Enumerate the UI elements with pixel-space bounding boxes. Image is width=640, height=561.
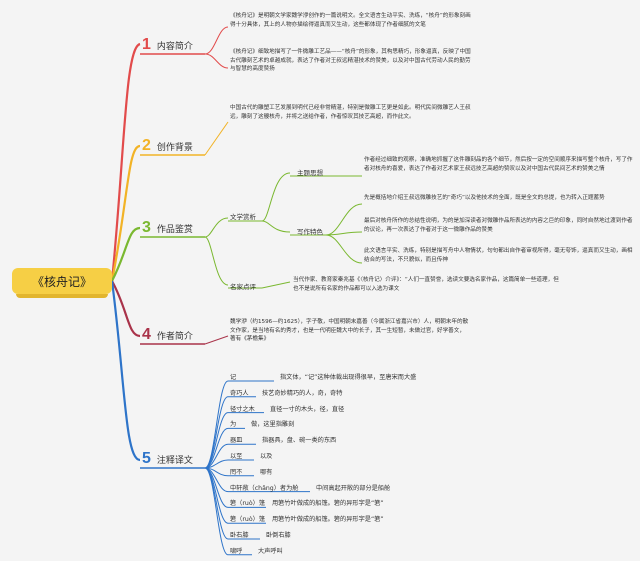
note-definition: 指文体，“记”这种体裁出现得很早，至唐宋而大盛 (280, 374, 417, 381)
intro-paragraph-1: 《核舟记》是明朝文学家魏学洢创作的一篇说明文。全文语言生动平实、洗练，“核舟”的… (230, 13, 471, 28)
theme-label: 主题思想 (297, 169, 323, 177)
literary-appreciation-label: 文学赏析 (230, 213, 256, 221)
note-term: 啸呼 (230, 547, 243, 555)
note-term: 为 (230, 421, 237, 429)
note-definition: 卧倒右膝 (266, 532, 291, 539)
branch-number: 3 (142, 219, 151, 236)
note-connector (204, 396, 229, 469)
note-term: 器皿 (230, 437, 243, 445)
branch-label: 作者简介 (156, 331, 193, 342)
branch-number: 5 (142, 450, 151, 467)
feature-text-1: 先是概括地介绍王叔远微雕技艺的“奇巧”以及他技术的全面，既是全文的总提，也为转入… (364, 195, 605, 201)
note-term: 以至 (230, 453, 243, 460)
theme-text: 作者经过细致的观察，准确地抓握了这件雕刻品的各个细节，然后按一定的空间顺序来描写… (364, 157, 633, 172)
note-connector (204, 467, 229, 524)
branch-author[interactable]: 4 作者简介 (142, 326, 193, 344)
note-term: 中轩敞（chǎng）者为舱 (230, 484, 299, 492)
background-text: 中国古代的雕塑工艺发展到明代已经非常精湛，特别是微雕工艺更是如此。明代民间微雕艺… (230, 105, 471, 120)
comments-text: 当代作家、教育家秦兆基《〈核舟记〉介评》：“人们一直赞誉，选读文要选名家作品，这… (293, 277, 559, 292)
branch-background[interactable]: 2 创作背景 (142, 137, 193, 155)
root-node[interactable]: 《核舟记》 (12, 268, 112, 298)
author-text: 魏学洢（约1596—约1625），字子敬，中国明朝末嘉善（今属浙江省嘉兴市）人，… (230, 319, 469, 343)
note-definition: 中间高起开敞的部分是船舱 (316, 484, 391, 492)
note-definition: 做，这里指雕刻 (251, 421, 295, 429)
note-connector (204, 412, 229, 469)
note-definition: 直径一寸的木头，径，直径 (270, 405, 345, 413)
note-term: 奇巧人 (230, 389, 249, 397)
intro-paragraph-2: 《核舟记》细致地描写了一件微雕工艺品——“核舟”的形象，其构思精巧，形象逼真，反… (230, 49, 471, 73)
branch-label: 创作背景 (156, 142, 193, 153)
note-definition: 大声呼叫 (258, 547, 283, 555)
note-term: 箬（ruò）篷 (230, 500, 266, 508)
note-term: 罔不 (230, 468, 243, 476)
branch-number: 2 (142, 137, 151, 154)
feature-text-2: 最后对核舟所作的总结性说明，为的是加深读者对微雕作品所表达的内容之巨的印象，同时… (364, 218, 633, 233)
branch-appreciation[interactable]: 3 作品鉴赏 (142, 219, 193, 237)
branch-label: 作品鉴赏 (156, 224, 193, 235)
branch-label: 内容简介 (156, 41, 193, 52)
writing-features-label: 写作特色 (297, 228, 323, 236)
note-definition: 以及 (260, 453, 273, 460)
note-definition: 指器具，盘、碗一类的东西 (262, 437, 337, 445)
note-definition: 哪有 (260, 468, 273, 476)
note-connector (204, 380, 229, 469)
branch-content-intro[interactable]: 1 内容简介 (142, 36, 193, 54)
note-term: 径寸之木 (230, 405, 255, 413)
branch-notes[interactable]: 5 注释译文 (142, 450, 193, 468)
note-term: 卧右膝 (230, 532, 249, 539)
note-term: 箬（ruò）篷 (230, 516, 266, 524)
root-label: 《核舟记》 (31, 274, 92, 289)
branch-label: 注释译文 (156, 455, 193, 466)
note-connector (204, 427, 229, 469)
note-connector (204, 467, 229, 556)
comments-label: 名家点评 (230, 283, 256, 291)
note-definition: 用箬竹叶做成的船篷。箬的异形字是“箬” (272, 500, 384, 508)
branch-number: 4 (142, 326, 151, 343)
branch-number: 1 (142, 36, 151, 53)
note-connector (204, 467, 229, 540)
feature-text-3: 此文语言平实、洗练，特别是描写舟中人物情状，句句都出自作者审视所得，毫无夸饰，逼… (364, 248, 633, 263)
note-definition: 技艺奇妙精巧的人，奇，奇特 (262, 389, 343, 397)
note-term: 记 (230, 374, 237, 381)
note-definition: 用箬竹叶做成的船篷。箬的异形字是“箬” (272, 516, 384, 524)
